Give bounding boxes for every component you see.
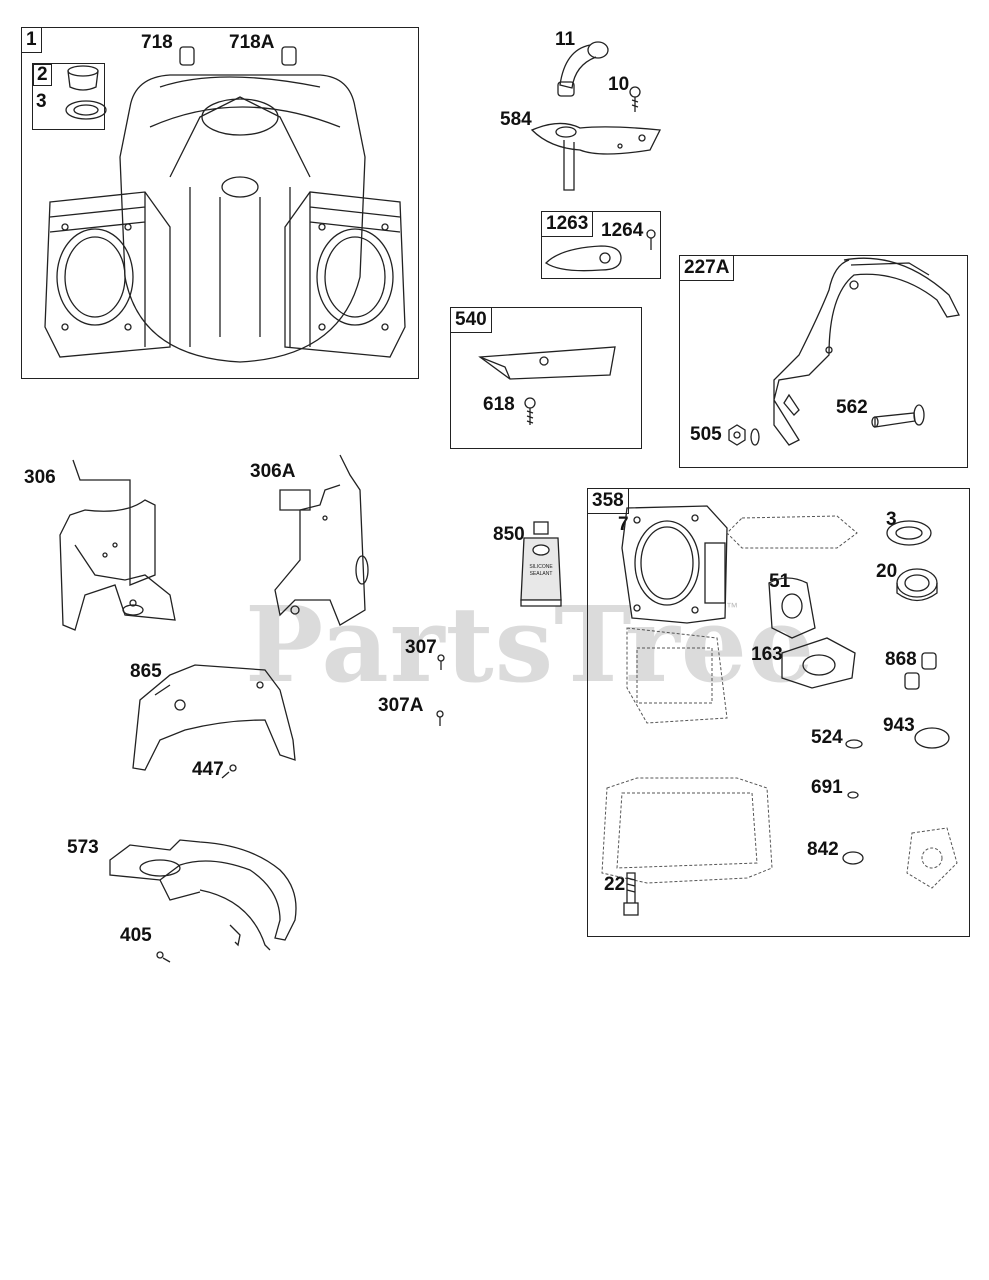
- part-label-307a[interactable]: 307A: [378, 695, 424, 716]
- cylinder-shroud-306-drawing: [59, 459, 176, 631]
- cylinder-block-drawing: [44, 46, 406, 363]
- part-label-943[interactable]: 943: [883, 715, 915, 736]
- part-label-3-seal: 3: [36, 91, 47, 112]
- part-label-718[interactable]: 718: [141, 32, 173, 53]
- callout-tag-227a: 227A: [680, 256, 735, 281]
- part-label-11[interactable]: 11: [555, 29, 576, 50]
- callout-tag-540: 540: [451, 308, 492, 333]
- part-label-51[interactable]: 51: [769, 571, 791, 592]
- part-label-618[interactable]: 618: [483, 394, 515, 415]
- part-label-307[interactable]: 307: [405, 637, 437, 658]
- callout-box-1263: 1263: [541, 211, 661, 279]
- part-label-163[interactable]: 163: [751, 644, 783, 665]
- part-label-447[interactable]: 447: [192, 759, 224, 780]
- air-guide-plate-drawing: [478, 346, 616, 425]
- callout-subbox-2-3: [32, 63, 105, 130]
- blower-housing-573-drawing: [109, 839, 297, 963]
- callout-box-1: 1: [21, 27, 419, 379]
- screws-307-drawing: [436, 654, 445, 726]
- gasket-set-drawing: [601, 505, 958, 916]
- governor-lever-drawing: [544, 229, 656, 272]
- trademark-symbol: ™: [726, 600, 738, 614]
- cylinder-shroud-306a-drawing: [274, 454, 369, 626]
- part-label-10[interactable]: 10: [608, 74, 630, 95]
- part-label-1264[interactable]: 1264: [601, 220, 644, 241]
- part-label-505[interactable]: 505: [690, 424, 722, 445]
- breather-tube-drawing: [530, 41, 662, 191]
- callout-tag-2: 2: [33, 64, 52, 86]
- part-label-3-gasket[interactable]: 3: [886, 509, 897, 530]
- callout-box-540: 540: [450, 307, 642, 449]
- part-label-306[interactable]: 306: [24, 467, 56, 488]
- svg-text:SEALANT: SEALANT: [530, 571, 553, 577]
- part-label-562[interactable]: 562: [836, 397, 868, 418]
- part-label-573[interactable]: 573: [67, 837, 99, 858]
- baffle-865-drawing: [132, 664, 296, 779]
- callout-tag-1263: 1263: [542, 212, 594, 237]
- callout-tag-358: 358: [588, 489, 629, 514]
- part-label-7[interactable]: 7: [618, 514, 629, 535]
- part-label-306a[interactable]: 306A: [250, 461, 296, 482]
- sealant-tube-text: SILICONE: [529, 564, 553, 570]
- part-label-865[interactable]: 865: [130, 661, 162, 682]
- callout-box-227a: 227A: [679, 255, 968, 468]
- silicone-sealant-tube-drawing: SILICONE SEALANT: [520, 521, 562, 607]
- part-label-718a[interactable]: 718A: [229, 32, 275, 53]
- part-label-524[interactable]: 524: [811, 727, 843, 748]
- part-label-405[interactable]: 405: [120, 925, 152, 946]
- part-label-868[interactable]: 868: [885, 649, 917, 670]
- callout-box-358: 358: [587, 488, 970, 937]
- part-label-842[interactable]: 842: [807, 839, 839, 860]
- part-label-22[interactable]: 22: [604, 874, 626, 895]
- part-label-850[interactable]: 850: [493, 524, 525, 545]
- callout-tag-1: 1: [22, 28, 42, 53]
- part-label-691[interactable]: 691: [811, 777, 843, 798]
- governor-bracket-drawing: [728, 257, 960, 446]
- part-label-584[interactable]: 584: [500, 109, 532, 130]
- part-label-20[interactable]: 20: [876, 561, 898, 582]
